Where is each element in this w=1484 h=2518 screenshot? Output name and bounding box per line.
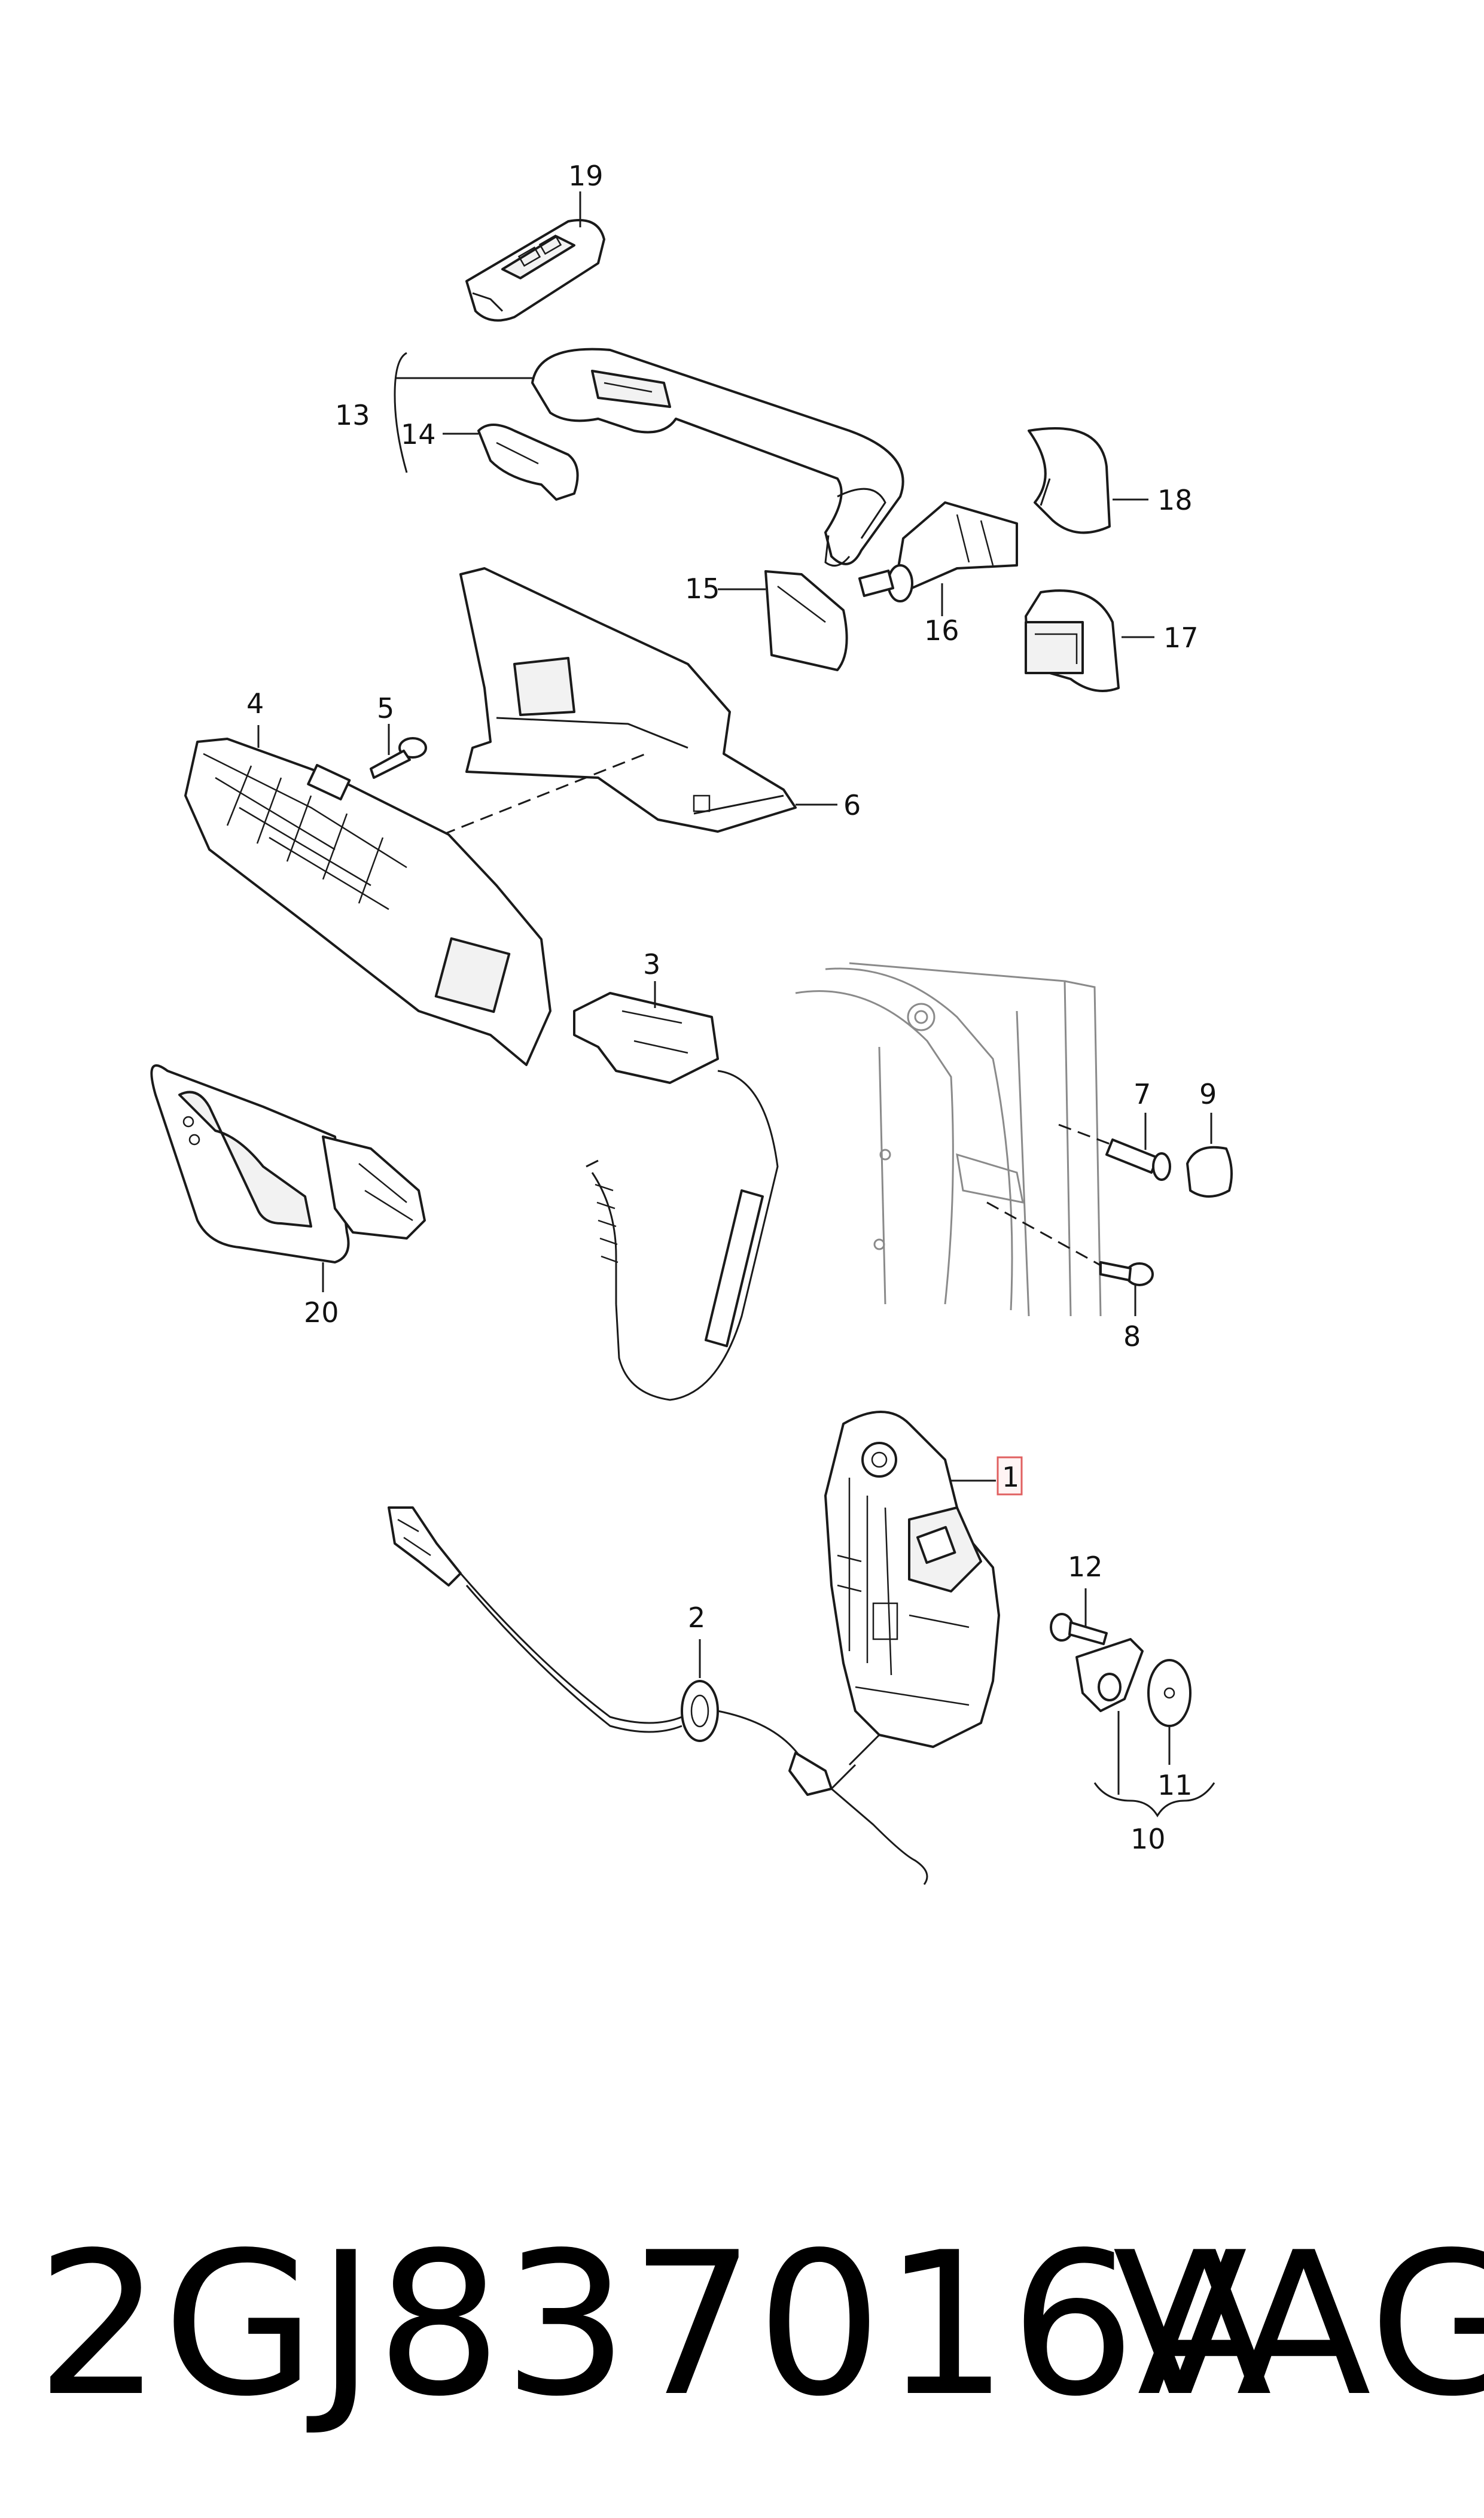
- striker-screw-part-12: [1050, 1613, 1108, 1645]
- callout-12: 12: [1068, 1551, 1103, 1583]
- callout-17: 17: [1163, 622, 1199, 654]
- callout-16: 16: [924, 614, 959, 647]
- callout-10: 10: [1130, 1823, 1166, 1855]
- callout-19: 19: [568, 160, 604, 192]
- callout-11: 11: [1157, 1769, 1193, 1801]
- callout-5: 5: [377, 692, 394, 724]
- bolt-part-7: [1058, 1123, 1171, 1181]
- callout-1: 1: [1002, 1461, 1019, 1493]
- door-lock-actuator-part-1: [824, 1411, 1000, 1766]
- cap-part-9: [1186, 1146, 1233, 1198]
- door-frame-outline: [795, 962, 1102, 1317]
- callout-2: 2: [688, 1601, 705, 1634]
- callout-4: 4: [246, 687, 264, 720]
- inner-door-handle-part-20: [150, 1064, 426, 1263]
- callout-7: 7: [1133, 1078, 1151, 1110]
- screw-part-5: [370, 737, 427, 779]
- callout-13: 13: [335, 399, 370, 431]
- alignment-line: [442, 753, 647, 836]
- callout-1-highlight-box: [997, 1456, 1023, 1496]
- key-fob-part-19: [465, 191, 605, 322]
- callout-14: 14: [401, 418, 436, 450]
- lock-cylinder-part-16: [858, 501, 1018, 602]
- callout-20: 20: [304, 1296, 339, 1329]
- handle-carrier-part-4: [184, 738, 551, 1066]
- handle-bracket-part-6: [459, 567, 797, 833]
- callout-3: 3: [643, 948, 660, 981]
- striker-part-10: [1075, 1638, 1144, 1712]
- cover-plate-part-15: [764, 570, 848, 671]
- washer-part-11: [1147, 1659, 1192, 1727]
- handle-cap-part-18: [1028, 427, 1111, 534]
- outer-door-handle-part-13: [531, 348, 904, 567]
- handle-cap-part-17: [1025, 589, 1120, 692]
- bracket-13: [394, 352, 408, 473]
- release-cable-part-2: [388, 1506, 928, 1885]
- bracket-10: [1093, 1782, 1215, 1817]
- callout-8: 8: [1123, 1320, 1141, 1353]
- callout-18: 18: [1157, 484, 1193, 516]
- handle-trim-part-14: [477, 424, 579, 501]
- screw-part-8: [986, 1201, 1154, 1286]
- handle-cable-part-3: [573, 992, 779, 1401]
- brand-text: VAG: [1113, 2210, 1484, 2440]
- callout-6: 6: [843, 789, 861, 821]
- callout-15: 15: [685, 573, 720, 605]
- part-number-text: 2GJ837016A: [36, 2210, 1273, 2440]
- callout-9: 9: [1199, 1078, 1217, 1110]
